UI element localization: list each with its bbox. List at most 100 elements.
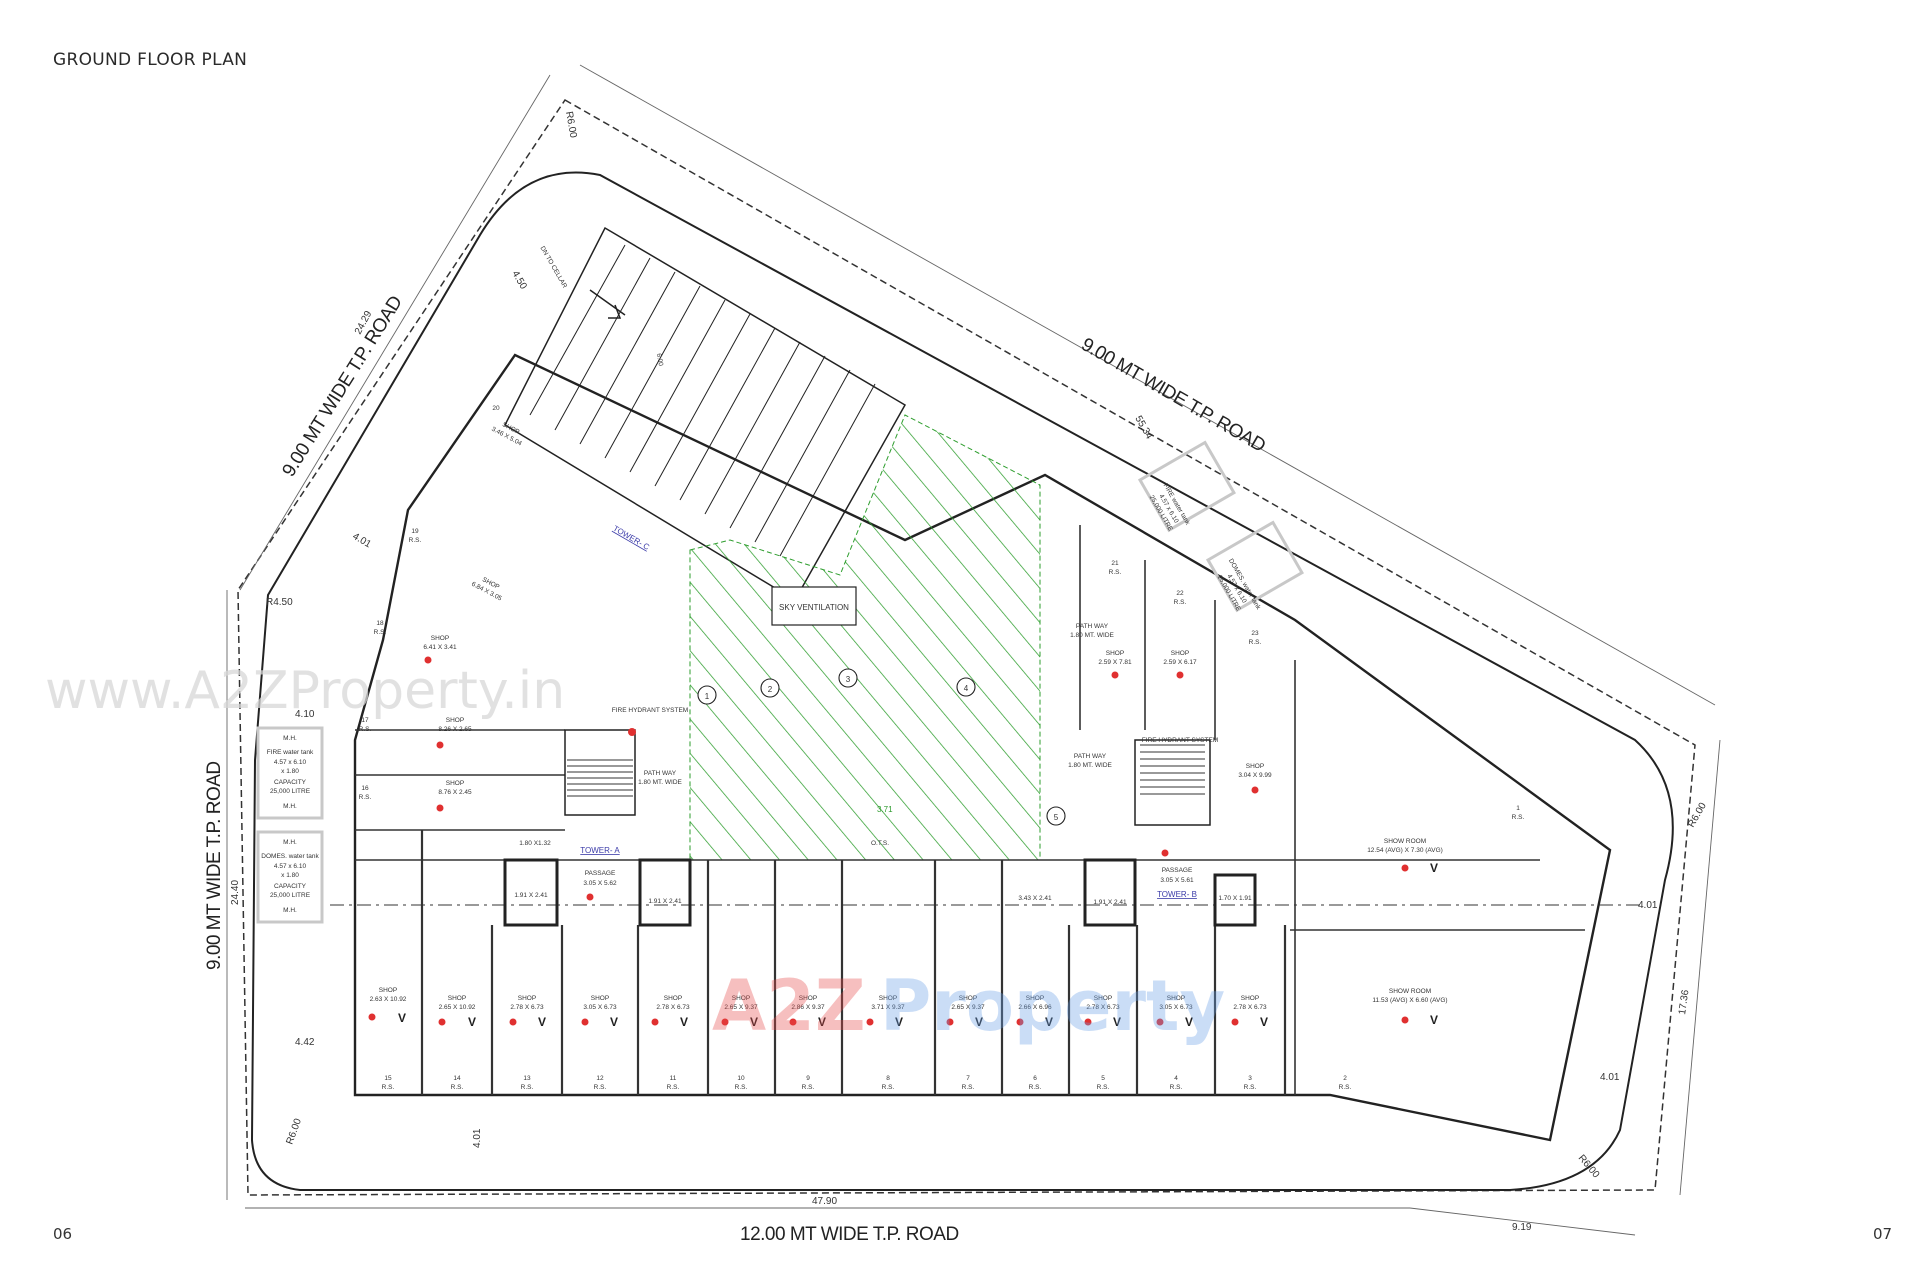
tower-b-fire-lift: 1.91 X 2.41 <box>1093 899 1127 906</box>
tower-a-lift: 1.91 X 2.41 <box>514 892 548 899</box>
svg-text:14: 14 <box>453 1075 461 1082</box>
shop-9: SHOP 2.86 X 9.37 9R.S. <box>791 995 825 1091</box>
svg-text:21: 21 <box>1111 560 1119 567</box>
tower-a-fire-lift: 1.91 X 2.41 <box>648 898 682 905</box>
svg-text:V: V <box>538 1015 546 1029</box>
svg-text:V: V <box>610 1015 618 1029</box>
dim-ots: 3.71 <box>877 805 893 814</box>
watermark-a2z: A2Z <box>712 965 866 1047</box>
svg-text:SHOP: SHOP <box>799 995 817 1002</box>
svg-text:R.S.: R.S. <box>1029 1084 1042 1091</box>
svg-text:CAPACITY: CAPACITY <box>274 883 307 890</box>
plot-boundary <box>237 99 1696 1196</box>
svg-text:9: 9 <box>806 1075 810 1082</box>
tower-a-passage-size: 3.05 X 5.62 <box>583 880 617 887</box>
svg-text:V: V <box>1113 1015 1121 1029</box>
svg-text:R.S.: R.S. <box>359 794 372 801</box>
svg-text:12: 12 <box>596 1075 604 1082</box>
svg-text:2.59 X 7.81: 2.59 X 7.81 <box>1098 659 1132 666</box>
dim-south-east: 9.19 <box>1512 1222 1532 1233</box>
svg-text:SHOP: SHOP <box>664 995 682 1002</box>
svg-text:DOMES. water tank: DOMES. water tank <box>261 853 319 860</box>
lift-cores <box>503 729 1257 927</box>
tank-fire-text: M.H. FIRE water tank 4.57 x 6.10 x 1.80 … <box>267 735 314 810</box>
road-label-west: 9.00 MT WIDE T.P. ROAD <box>204 761 225 970</box>
page-number-left: 06 <box>53 1225 73 1243</box>
svg-text:11: 11 <box>670 1075 677 1082</box>
svg-text:7: 7 <box>966 1075 970 1082</box>
watermark-property: Property <box>880 965 1225 1047</box>
dim-radius-right: R6.00 <box>1686 801 1709 830</box>
svg-text:3.05 X 6.73: 3.05 X 6.73 <box>1159 1004 1193 1011</box>
svg-text:V: V <box>680 1015 688 1029</box>
ramp-label: DN TO CELLAR <box>538 245 568 290</box>
ots-label: O.T.S. <box>871 840 889 847</box>
dim-setback-401-d: 4.01 <box>472 1128 483 1148</box>
svg-text:12.54 (AVG) X 7.30 (AVG): 12.54 (AVG) X 7.30 (AVG) <box>1367 847 1443 854</box>
svg-text:2.65 X 9.37: 2.65 X 9.37 <box>951 1004 985 1011</box>
dim-setback-450: 4.50 <box>509 269 528 292</box>
svg-text:R.S.: R.S. <box>1339 1084 1352 1091</box>
dim-setback-401-b: 4.01 <box>1638 900 1658 911</box>
svg-text:R.S.: R.S. <box>521 1084 534 1091</box>
svg-text:R.S.: R.S. <box>1174 599 1187 606</box>
svg-text:18: 18 <box>376 620 384 627</box>
svg-text:15: 15 <box>384 1075 392 1082</box>
tower-b-lift: 1.70 X 1.91 <box>1218 895 1252 902</box>
compound-wall <box>250 171 1674 1191</box>
pathway-b-width: 1.80 MT. WIDE <box>1068 762 1112 769</box>
tower-b-passage: PASSAGE <box>1162 867 1193 874</box>
svg-text:3.05 X 6.73: 3.05 X 6.73 <box>583 1004 617 1011</box>
svg-text:10: 10 <box>737 1075 745 1082</box>
zone-4: 4 <box>964 684 969 693</box>
svg-text:22: 22 <box>1176 590 1184 597</box>
svg-text:M.H.: M.H. <box>283 907 297 914</box>
sky-ventilation-label: SKY VENTILATION <box>779 603 849 612</box>
water-tanks-west <box>256 726 324 924</box>
svg-text:M.H.: M.H. <box>283 803 297 810</box>
svg-text:V: V <box>1045 1015 1053 1029</box>
hydrant-b: FIRE HYDRANT SYSTEM <box>1142 737 1218 744</box>
water-tanks-northeast <box>1137 440 1305 613</box>
svg-text:2.86 X 9.37: 2.86 X 9.37 <box>791 1004 825 1011</box>
svg-text:V: V <box>1185 1015 1193 1029</box>
svg-text:2.78 X 6.73: 2.78 X 6.73 <box>1233 1004 1267 1011</box>
dim-south-length: 47.90 <box>812 1196 837 1207</box>
dim-setback-401: 4.01 <box>351 531 374 550</box>
staircases <box>567 744 1205 797</box>
svg-text:SHOP: SHOP <box>732 995 750 1002</box>
svg-text:4.57 x 6.10: 4.57 x 6.10 <box>274 759 307 766</box>
svg-text:SHOP: SHOP <box>879 995 897 1002</box>
svg-text:6: 6 <box>1033 1075 1037 1082</box>
dim-radius-west: R4.50 <box>266 597 293 608</box>
svg-text:FIRE water tank: FIRE water tank <box>267 749 314 756</box>
svg-text:R.S.: R.S. <box>382 1084 395 1091</box>
svg-text:16: 16 <box>361 785 369 792</box>
pathway-a-width: 1.80 MT. WIDE <box>638 779 682 786</box>
svg-text:R.S.: R.S. <box>802 1084 815 1091</box>
shop-partitions <box>420 830 1287 1095</box>
svg-text:8.76 X 2.45: 8.76 X 2.45 <box>438 789 472 796</box>
svg-text:SHOW ROOM: SHOW ROOM <box>1389 988 1431 995</box>
dim-setback-410: 4.10 <box>295 709 315 720</box>
svg-text:V: V <box>468 1015 476 1029</box>
zone-2: 2 <box>768 685 773 694</box>
